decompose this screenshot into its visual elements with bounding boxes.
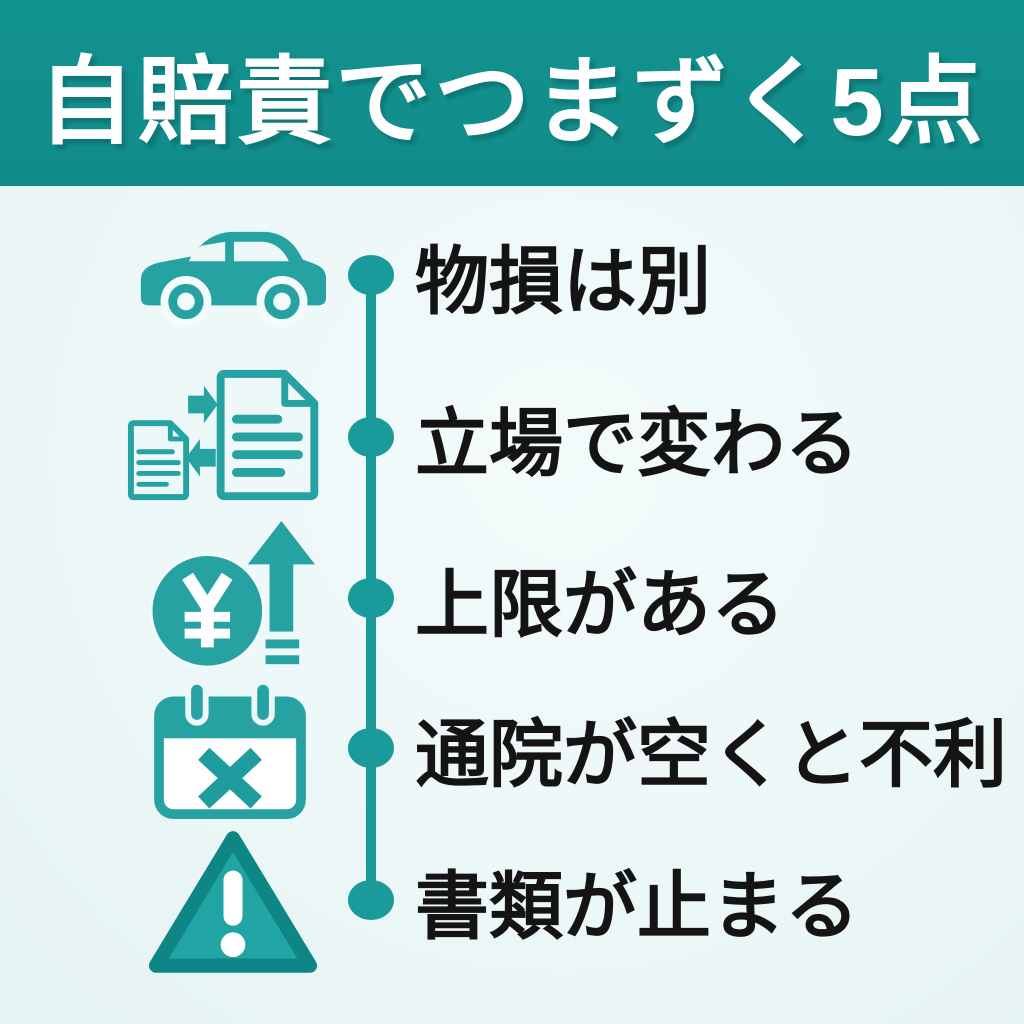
timeline-dot [348, 728, 394, 768]
calendar-x-icon [152, 678, 308, 820]
page-title: 自賠責でつまずく5点 [38, 48, 986, 156]
item-label: 上限がある [415, 562, 785, 646]
item-label: 立場で変わる [415, 401, 859, 485]
timeline-dot [348, 880, 394, 920]
list-item: 書類が止まる [0, 825, 1024, 975]
warning-triangle-icon [142, 825, 324, 977]
timeline-dot [348, 255, 394, 295]
header-banner: 自賠責でつまずく5点 [0, 0, 1024, 186]
documents-exchange-icon [125, 367, 337, 505]
item-label: 通院が空くと不利 [415, 712, 1007, 796]
list-item: 物損は別 [0, 200, 1024, 350]
list-item: 上限がある [0, 520, 1024, 673]
yen-increase-icon [145, 519, 323, 677]
timeline-dot [348, 417, 394, 457]
item-label: 物損は別 [415, 239, 711, 323]
car-icon [135, 218, 331, 333]
list-item: 通院が空くと不利 [0, 673, 1024, 823]
item-label: 書類が止まる [415, 864, 859, 948]
timeline-dot [348, 578, 394, 618]
list-item: 立場で変わる [0, 362, 1024, 512]
